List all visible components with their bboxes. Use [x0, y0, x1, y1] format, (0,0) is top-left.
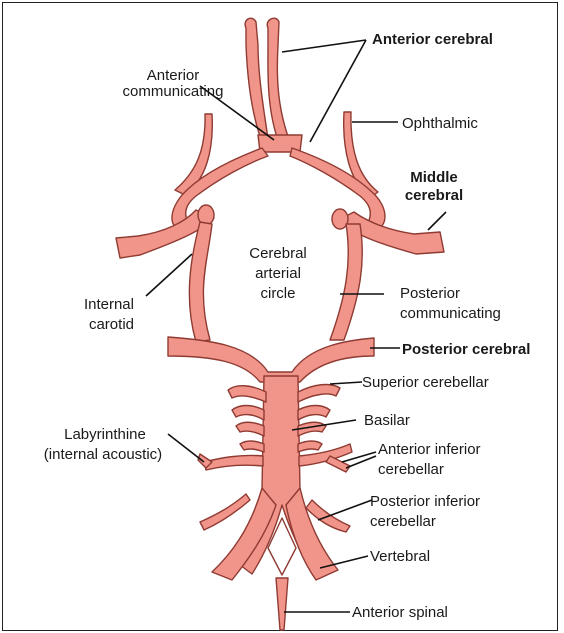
label-labyrinthine-line2: (internal acoustic) — [20, 446, 186, 464]
label-posterior-inferior-cerebellar-line1: Posterior inferior — [370, 493, 480, 511]
label-vertebral: Vertebral — [370, 548, 430, 566]
label-posterior-communicating-line1: Posterior — [400, 285, 460, 303]
label-middle-cerebral-line1: Middle — [394, 169, 474, 187]
label-internal-carotid-line1: Internal — [60, 296, 134, 314]
label-posterior-communicating-line2: communicating — [400, 305, 501, 323]
anterior-spinal-artery — [276, 578, 288, 630]
label-superior-cerebellar: Superior cerebellar — [362, 374, 489, 392]
label-anterior-spinal: Anterior spinal — [352, 604, 448, 622]
label-posterior-cerebral: Posterior cerebral — [402, 341, 530, 359]
label-ophthalmic: Ophthalmic — [402, 115, 478, 133]
label-anterior-inferior-cerebellar-line2: cerebellar — [378, 461, 444, 479]
pontine-branches-left — [232, 406, 264, 453]
label-cerebral-arterial-circle-line3: circle — [238, 285, 318, 303]
label-internal-carotid-line2: carotid — [60, 316, 134, 334]
label-anterior-inferior-cerebellar-line1: Anterior inferior — [378, 441, 481, 459]
label-labyrinthine-line1: Labyrinthine — [30, 426, 180, 444]
label-anterior-communicating-line2: communicating — [118, 83, 228, 101]
anterior-cerebral-arteries — [245, 18, 302, 152]
label-cerebral-arterial-circle-line1: Cerebral — [238, 245, 318, 263]
label-posterior-inferior-cerebellar-line2: cerebellar — [370, 513, 436, 531]
posterior-cerebral-arteries — [168, 337, 374, 382]
label-anterior-cerebral: Anterior cerebral — [372, 31, 493, 49]
label-middle-cerebral-line2: cerebral — [394, 187, 474, 205]
label-basilar: Basilar — [364, 412, 410, 430]
left-carotid-system — [116, 114, 268, 342]
label-cerebral-arterial-circle-line2: arterial — [238, 265, 318, 283]
